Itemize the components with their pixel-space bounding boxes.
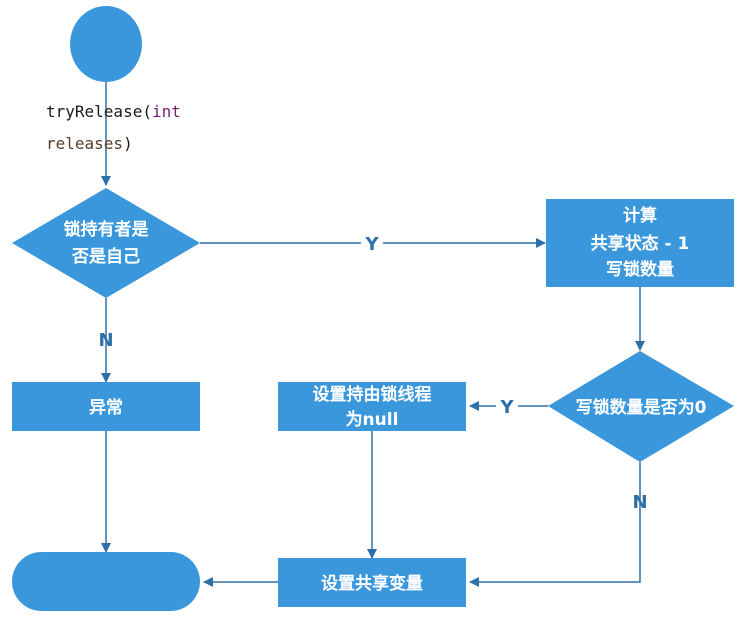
set-shared-box: [278, 558, 466, 607]
compute-box-line2: 共享状态 - 1: [591, 233, 690, 254]
decision-owner-check-line1: 锁持有者是: [64, 219, 149, 240]
code-label-close-paren: ): [123, 134, 133, 153]
start-node: [70, 6, 142, 82]
decision-owner-check: [12, 188, 200, 298]
set-owner-null-box-line2: 为null: [346, 409, 399, 430]
code-label-keyword: int: [152, 102, 181, 121]
set-owner-null-box: [278, 382, 466, 431]
decision-owner-check-line2: 否是自己: [71, 246, 140, 267]
compute-box: [546, 199, 734, 287]
code-label-param: releases: [46, 134, 123, 153]
set-owner-null-box-line1: 设置持由锁线程: [313, 384, 432, 405]
code-label-method: tryRelease(: [46, 102, 152, 121]
set-shared-box-label: 设置共享变量: [321, 573, 423, 594]
compute-box-line3: 写锁数量: [606, 259, 674, 280]
edge-label-owner-no: N: [98, 330, 113, 351]
edge-zero-no-to-set-shared: [469, 462, 641, 587]
exception-box: [12, 382, 200, 431]
code-label-line1: tryRelease(int: [46, 102, 181, 121]
code-label-line2: releases): [46, 134, 133, 153]
decision-zero-check-label: 写锁数量是否为0: [576, 397, 707, 418]
edge-label-zero-no: N: [632, 492, 647, 513]
edges: [101, 82, 645, 587]
edge-label-owner-yes: Y: [364, 234, 379, 255]
decision-zero-check: [548, 351, 734, 462]
end-node: [12, 552, 200, 611]
edge-label-zero-yes: Y: [499, 397, 514, 418]
exception-box-label: 异常: [89, 397, 123, 418]
compute-box-line1: 计算: [623, 205, 657, 226]
